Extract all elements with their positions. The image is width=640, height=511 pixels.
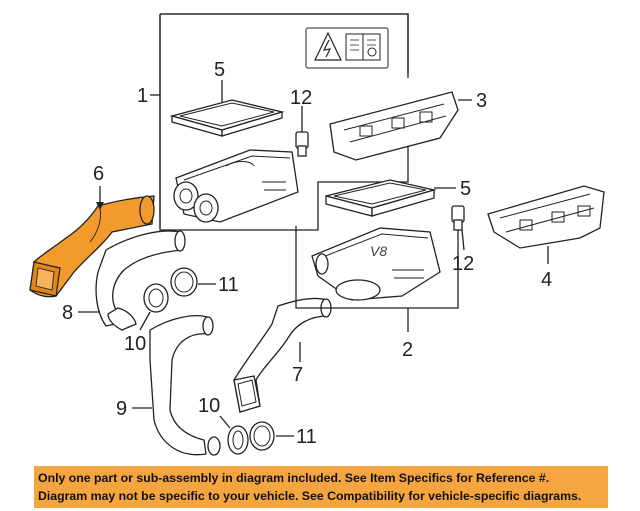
part-10-clamp-lower <box>227 425 249 455</box>
callout-8: 8 <box>62 302 73 324</box>
callout-12-upper: 12 <box>290 87 312 109</box>
callout-9: 9 <box>116 398 127 420</box>
callout-1: 1 <box>137 85 148 107</box>
part-9-air-duct-lower <box>149 315 221 456</box>
callout-4: 4 <box>541 269 552 291</box>
callout-11-lower: 11 <box>296 426 317 448</box>
svg-text:V8: V8 <box>370 243 387 259</box>
part-12-sensor-lower <box>451 205 465 231</box>
callout-5-lower: 5 <box>460 178 471 200</box>
part-4-engine-cover-lower <box>487 185 605 249</box>
part-11-clamp-upper <box>170 267 198 297</box>
part-5-air-filter-lower <box>325 179 437 217</box>
disclaimer-line-1: Only one part or sub-assembly in diagram… <box>38 471 550 485</box>
callout-3: 3 <box>476 90 487 112</box>
callout-10-upper: 10 <box>124 333 146 355</box>
callout-5-upper: 5 <box>214 59 225 81</box>
part-8-air-duct <box>95 230 186 331</box>
part-11-clamp-lower <box>249 421 275 451</box>
callout-10-lower: 10 <box>198 395 220 417</box>
callout-2: 2 <box>402 339 413 361</box>
callout-7: 7 <box>292 364 303 386</box>
assembly-2-bracket <box>295 226 459 309</box>
part-12-sensor-upper <box>295 131 309 157</box>
air-box-upper <box>173 149 299 223</box>
part-6-air-intake-duct-highlighted <box>29 195 155 298</box>
callout-12-lower: 12 <box>452 253 474 275</box>
disclaimer-line-2: Diagram may not be specific to your vehi… <box>38 489 582 503</box>
callout-11-upper: 11 <box>218 274 239 296</box>
warning-manual-icon <box>305 27 389 69</box>
part-7-air-intake-duct <box>233 297 332 413</box>
disclaimer-banner: Only one part or sub-assembly in diagram… <box>34 466 608 508</box>
part-10-clamp-upper <box>143 283 169 313</box>
part-5-air-filter-upper <box>169 99 285 137</box>
part-3-engine-cover-upper <box>329 91 459 161</box>
parts-diagram: 1 5 12 <box>29 13 605 456</box>
air-box-lower: V8 <box>311 227 441 301</box>
callout-6: 6 <box>93 163 104 185</box>
